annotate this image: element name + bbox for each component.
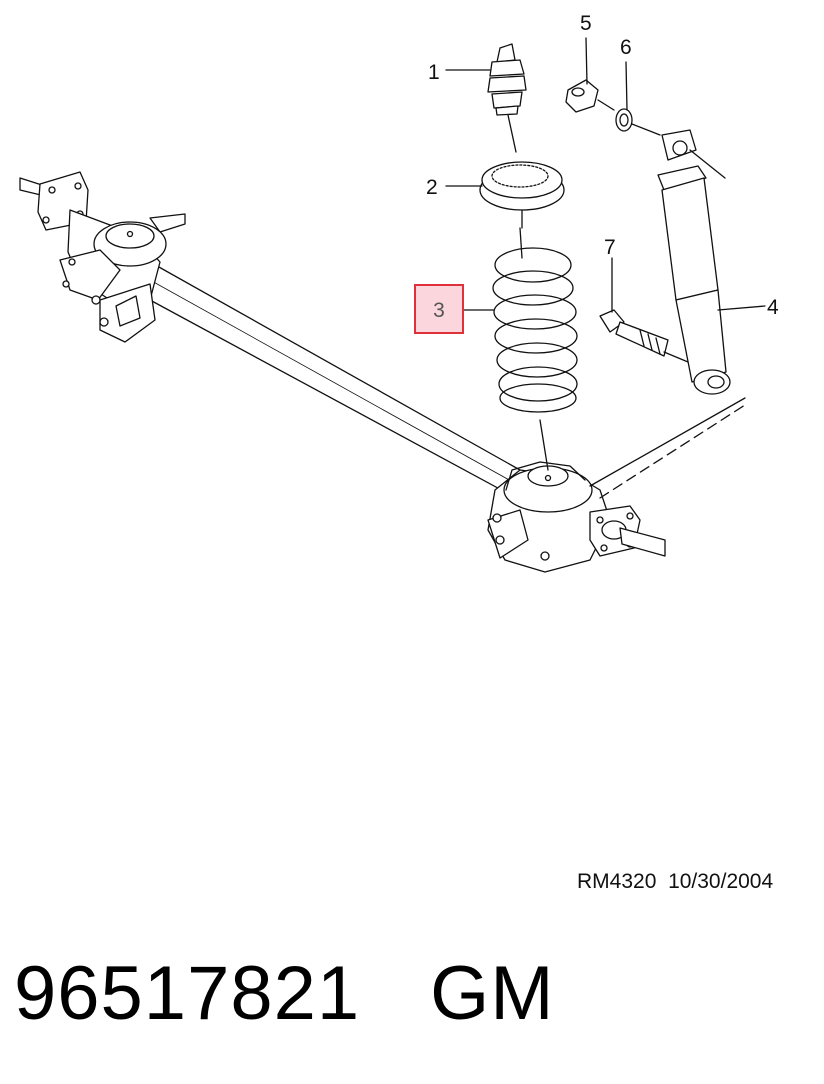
callout-3-highlight[interactable]: 3 — [414, 284, 464, 334]
diagram-reference: RM4320 10/30/2004 — [577, 870, 773, 894]
part-number: 96517821 — [14, 951, 361, 1036]
callout-6[interactable]: 6 — [620, 36, 632, 59]
part-number-caption: 96517821 GM — [14, 950, 555, 1037]
bolt — [599, 257, 689, 363]
callout-2[interactable]: 2 — [426, 176, 438, 199]
right-hub-assembly — [487, 461, 666, 573]
washer — [615, 61, 661, 136]
spring-axis-line — [539, 419, 549, 471]
left-hub-assembly — [19, 171, 186, 343]
callout-3: 3 — [433, 299, 445, 322]
axle-beam — [149, 261, 521, 501]
coil-spring — [492, 227, 578, 413]
callout-5[interactable]: 5 — [580, 12, 592, 35]
part-brand: GM — [430, 951, 555, 1036]
leader-lines — [445, 69, 495, 311]
callout-7[interactable]: 7 — [604, 236, 616, 259]
callout-1[interactable]: 1 — [428, 61, 440, 84]
bump-stop — [487, 43, 527, 153]
reference-date: 10/30/2004 — [668, 870, 774, 893]
shock-mount-lines — [589, 397, 746, 499]
callout-4[interactable]: 4 — [767, 296, 779, 319]
nut — [565, 37, 615, 113]
rear-suspension-diagram — [19, 37, 766, 573]
spring-seat — [479, 161, 565, 229]
reference-code: RM4320 — [577, 870, 657, 893]
shock-absorber — [657, 129, 766, 395]
